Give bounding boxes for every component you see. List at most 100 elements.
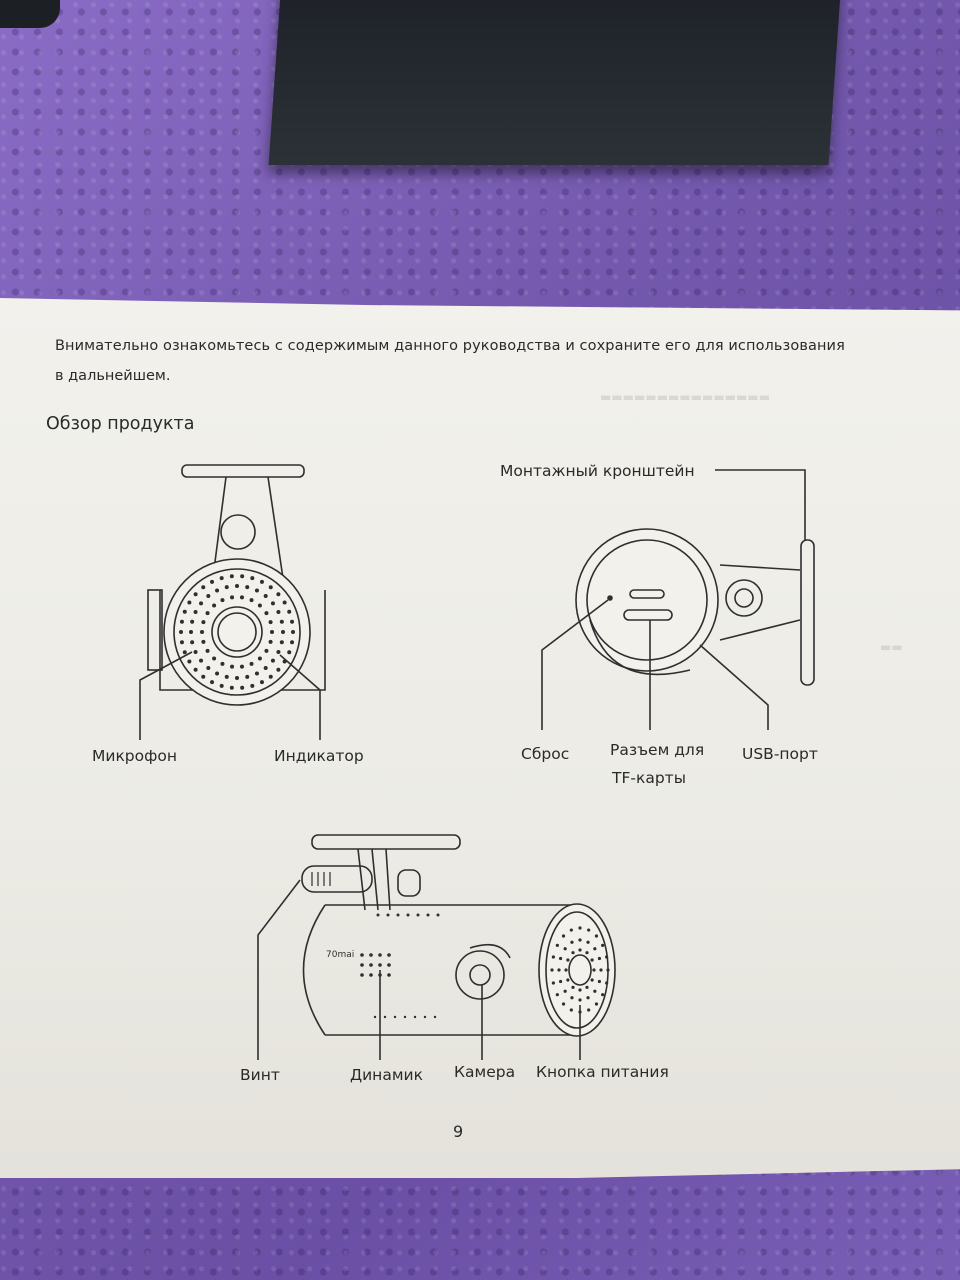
grille-hole xyxy=(594,934,599,938)
grille-hole xyxy=(230,595,235,600)
grille-hole xyxy=(245,674,250,679)
grille-hole xyxy=(182,609,187,614)
grille-hole xyxy=(259,579,264,584)
label-power-button: Кнопка питания xyxy=(536,1063,669,1081)
page-number: 9 xyxy=(453,1122,464,1141)
grille-hole xyxy=(369,953,373,957)
grille-hole xyxy=(590,958,594,962)
grille-hole xyxy=(551,981,555,985)
bleed-through-text: ▬▬ xyxy=(880,640,903,654)
grille-hole xyxy=(193,610,198,615)
grille-hole xyxy=(210,680,215,685)
grille-hole xyxy=(268,620,273,625)
intro-text-line-2: в дальнейшем. xyxy=(55,368,171,384)
grille-hole xyxy=(190,640,195,645)
grille-hole xyxy=(179,640,184,645)
grille-hole xyxy=(268,639,273,644)
grille-hole xyxy=(250,683,255,688)
grille-hole xyxy=(276,649,281,654)
label-indicator: Индикатор xyxy=(274,747,364,765)
grille-hole xyxy=(569,1008,573,1012)
grille-hole xyxy=(586,940,590,944)
label-speaker: Динамик xyxy=(350,1066,423,1084)
grille-hole xyxy=(229,685,234,690)
grille-hole xyxy=(230,664,235,669)
grille-hole xyxy=(360,973,364,977)
grille-hole xyxy=(219,683,224,688)
grille-hole xyxy=(564,968,568,972)
grille-hole xyxy=(593,989,597,993)
grille-hole xyxy=(201,674,206,679)
grille-hole xyxy=(229,574,234,579)
label-reset: Сброс xyxy=(521,745,570,763)
grille-hole xyxy=(279,619,284,624)
grille-hole xyxy=(201,585,206,590)
grille-hole xyxy=(193,649,198,654)
grille-hole xyxy=(386,913,390,917)
label-microphone: Микрофон xyxy=(92,747,178,765)
grille-hole xyxy=(601,993,605,997)
intro-text-line-1: Внимательно ознакомьтесь с содержимым да… xyxy=(55,338,845,354)
grille-hole xyxy=(360,963,364,967)
grille-hole xyxy=(182,650,187,655)
grille-hole xyxy=(555,943,559,947)
manual-page xyxy=(0,298,960,1178)
grille-hole xyxy=(212,603,217,608)
grille-hole xyxy=(187,600,192,605)
grille-hole xyxy=(578,938,582,942)
grille-hole xyxy=(378,953,382,957)
grille-hole xyxy=(396,913,400,917)
bleed-through-text: ▬▬▬▬▬▬▬▬▬▬▬▬▬▬▬ xyxy=(600,390,771,404)
grille-hole xyxy=(563,989,567,993)
grille-hole xyxy=(199,658,204,663)
grille-hole xyxy=(245,585,250,590)
grille-hole xyxy=(369,973,373,977)
grille-hole xyxy=(199,601,204,606)
grille-hole xyxy=(249,598,254,603)
grille-hole xyxy=(268,674,273,679)
grille-hole xyxy=(378,963,382,967)
grille-hole xyxy=(597,979,602,984)
brand-logo: 70mai xyxy=(326,950,354,960)
grille-hole xyxy=(219,576,224,581)
grille-hole xyxy=(383,1015,387,1019)
grille-hole xyxy=(570,940,574,944)
grille-hole xyxy=(360,953,364,957)
grille-hole xyxy=(287,650,292,655)
grille-hole xyxy=(387,963,391,967)
grille-hole xyxy=(290,640,295,645)
grille-hole xyxy=(557,968,561,972)
grille-hole xyxy=(264,611,269,616)
grille-hole xyxy=(369,963,373,967)
grille-hole xyxy=(423,1015,427,1019)
grille-hole xyxy=(270,630,274,634)
grille-hole xyxy=(257,603,262,608)
grille-hole xyxy=(270,601,275,606)
grille-hole xyxy=(268,585,273,590)
grille-hole xyxy=(250,576,255,581)
grille-hole xyxy=(187,659,192,664)
grille-hole xyxy=(193,592,198,597)
grille-hole xyxy=(220,661,225,666)
grille-hole xyxy=(587,928,591,932)
grille-hole xyxy=(239,595,244,600)
grille-hole xyxy=(263,594,268,599)
grille-hole xyxy=(240,574,245,579)
grille-hole xyxy=(190,619,195,624)
grille-hole xyxy=(291,630,295,634)
grille-hole xyxy=(601,943,605,947)
grille-hole xyxy=(597,956,602,961)
grille-hole xyxy=(193,667,198,672)
grille-hole xyxy=(551,955,555,959)
label-tf-slot-line1: Разъем для xyxy=(610,741,705,759)
grille-hole xyxy=(566,978,570,982)
grille-hole xyxy=(426,913,430,917)
grille-hole xyxy=(570,996,574,1000)
grille-hole xyxy=(563,947,567,951)
grille-hole xyxy=(436,913,440,917)
grille-hole xyxy=(287,609,292,614)
grille-hole xyxy=(257,656,262,661)
grille-hole xyxy=(592,968,596,972)
grille-hole xyxy=(212,656,217,661)
grille-hole xyxy=(276,610,281,615)
